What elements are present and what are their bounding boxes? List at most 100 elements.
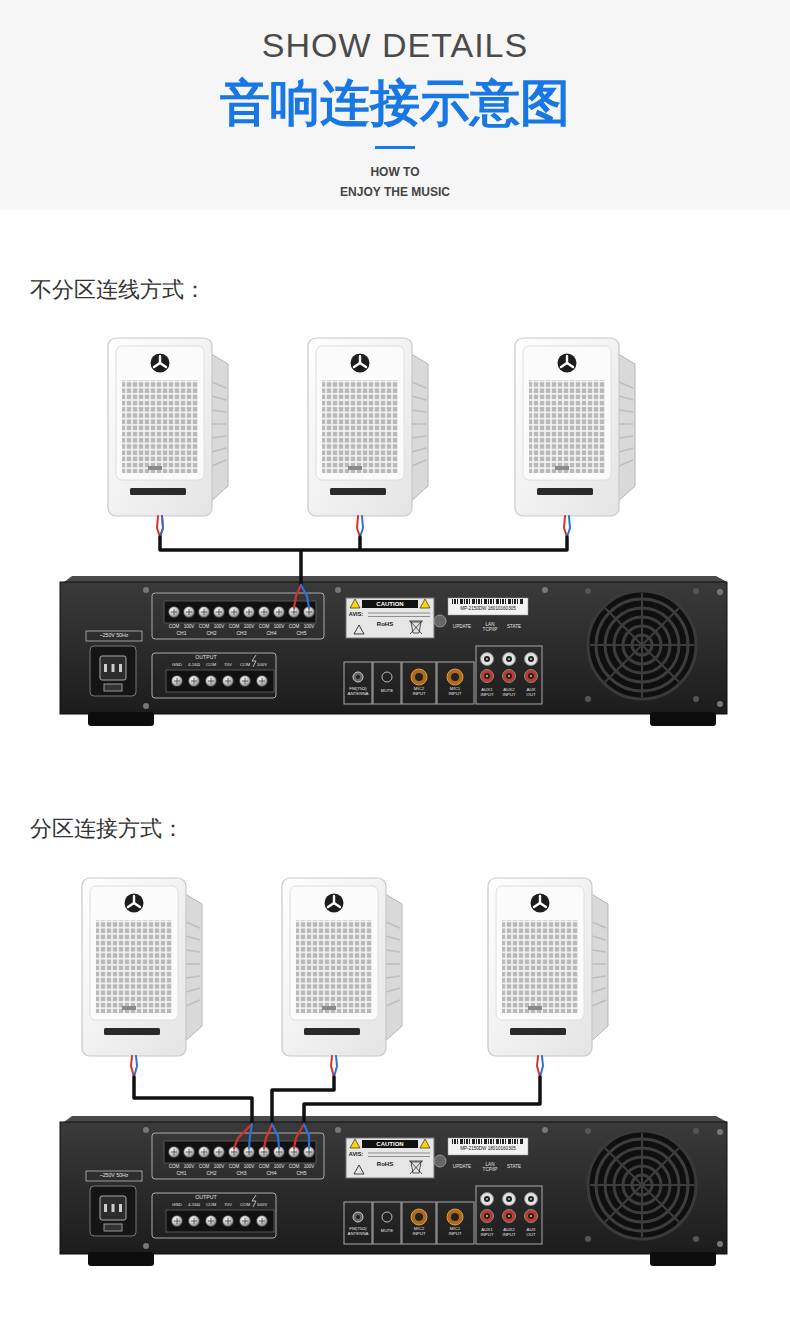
caution-label: AVIS: [349, 1151, 363, 1157]
input-label: AUX OUT [522, 1228, 540, 1238]
section-heading: 不分区连线方式： [30, 278, 206, 302]
terminal-label: 100V [244, 1164, 255, 1169]
input-label: AUX OUT [522, 688, 540, 698]
zone-wires-part [131, 1056, 134, 1077]
amplifier-panel: COM 100V COM 100V COM 100V COM 100V COM 100V CH1 CH… [60, 1122, 727, 1254]
input-label: MIC2 INPUT [410, 1227, 428, 1237]
port-label: LAN TCP/IP [482, 622, 498, 632]
terminal-label: 100V [274, 1164, 285, 1169]
speaker-wires-part [564, 516, 567, 537]
zone-wires-part [134, 1077, 252, 1124]
speaker-wires [157, 516, 570, 608]
header-subtitle: SHOW DETAILS [262, 27, 528, 64]
terminal-label: 100V [244, 624, 255, 629]
speaker-wires-part [357, 516, 360, 537]
terminal-label: COM [289, 1164, 300, 1169]
terminal-label: COM [199, 1164, 210, 1169]
serial-label: MP-2150DW 18010160305 [460, 606, 516, 611]
input-label: AUX2 INPUT [500, 688, 518, 698]
zone-wires-part [134, 1056, 137, 1077]
amplifier-panel: COM100VCOM100VCOM100VCOM100VCOM100VCH1CH… [60, 582, 727, 714]
title-underline [375, 146, 415, 149]
zone-wires-part [264, 1124, 272, 1148]
wall-speaker [82, 878, 202, 1056]
input-label: AUX1 INPUT [478, 688, 496, 698]
amplifier-body [60, 576, 727, 726]
speaker-wires-part [294, 585, 301, 608]
header-band [0, 0, 790, 210]
speaker-wires-part [567, 516, 570, 537]
terminal-label: COM [169, 624, 180, 629]
power-label: ~250V 50Hz [100, 633, 129, 639]
page-title: 音响连接示意图 [220, 78, 570, 128]
terminal-label: 100V [257, 663, 267, 668]
terminal-label: 100V [214, 1164, 225, 1169]
header-note: HOW TO [370, 166, 419, 179]
input-label: MUTE [381, 1229, 393, 1234]
output-label: OUTPUT [195, 655, 216, 661]
terminal-label: 100V [184, 624, 195, 629]
zone-wires-part [334, 1056, 337, 1077]
output-label: OUTPUT [195, 1195, 216, 1201]
wall-speaker [282, 878, 402, 1056]
speaker-wires-part [360, 516, 363, 537]
terminal-label: COM [240, 663, 250, 668]
terminal-label: 4-16Ω [188, 1203, 200, 1208]
speaker-wires-part [160, 516, 163, 537]
terminal-label: 70V [224, 663, 232, 668]
terminal-label: COM [206, 663, 216, 668]
channel-label: CH3 [236, 1171, 246, 1177]
zone-wires-part [331, 1056, 334, 1077]
channel-label: CH2 [206, 1171, 216, 1177]
input-label: MUTE [381, 689, 393, 694]
serial-label: MP-2150DW 18010160305 [460, 1146, 516, 1151]
channel-label: CH3 [236, 631, 246, 637]
input-label: MIC1 INPUT [446, 1227, 464, 1237]
terminal-label: 100V [304, 1164, 315, 1169]
terminal-label: 70V [224, 1203, 232, 1208]
terminal-label: GND [172, 663, 182, 668]
speaker-wires-part [157, 516, 163, 537]
wall-speaker [488, 878, 608, 1056]
terminal-label: COM [259, 624, 270, 629]
header-note: ENJOY THE MUSIC [340, 186, 450, 199]
channel-label: CH2 [206, 631, 216, 637]
caution-label: CAUTION [376, 601, 403, 608]
terminal-label: COM [199, 624, 210, 629]
terminal-label: COM [229, 624, 240, 629]
zone-wires [131, 1056, 543, 1148]
power-label: ~250V 50Hz [100, 1173, 129, 1179]
input-label: FM(75Ω) ANTENNA [347, 687, 369, 697]
port-label: STATE [507, 1164, 521, 1169]
channel-label: CH1 [176, 1171, 186, 1177]
speaker-wires-part [160, 537, 567, 585]
port-label: UPDATE [453, 1164, 471, 1169]
rohs-mark: RoHS [377, 1161, 393, 1168]
input-label: MIC1 INPUT [446, 687, 464, 697]
zone-wires-part [540, 1056, 543, 1077]
terminal-label: 100V [184, 1164, 195, 1169]
terminal-label: COM [259, 1164, 270, 1169]
wall-speaker [108, 338, 228, 516]
amplifier-body [60, 1116, 727, 1266]
input-label: AUX1 INPUT [478, 1228, 496, 1238]
channel-label: CH4 [266, 1171, 276, 1177]
wall-speaker [515, 338, 635, 516]
terminal-label: COM [229, 1164, 240, 1169]
caution-label: CAUTION [376, 1141, 403, 1148]
terminal-label: 100V [257, 1203, 267, 1208]
zone-wires-part [537, 1056, 540, 1077]
channel-label: CH5 [296, 1171, 306, 1177]
terminal-label: 4-16Ω [188, 663, 200, 668]
zone-wires-part [249, 1124, 252, 1148]
terminal-label: COM [240, 1203, 250, 1208]
zone-wires-part [304, 1124, 309, 1148]
terminal-label: GND [172, 1203, 182, 1208]
section-heading: 分区连接方式： [30, 817, 184, 841]
terminal-label: COM [289, 624, 300, 629]
caution-label: AVIS: [349, 611, 363, 617]
zone-wires-part [294, 1124, 304, 1148]
zone-wires-part [272, 1124, 279, 1148]
port-label: STATE [507, 624, 521, 629]
